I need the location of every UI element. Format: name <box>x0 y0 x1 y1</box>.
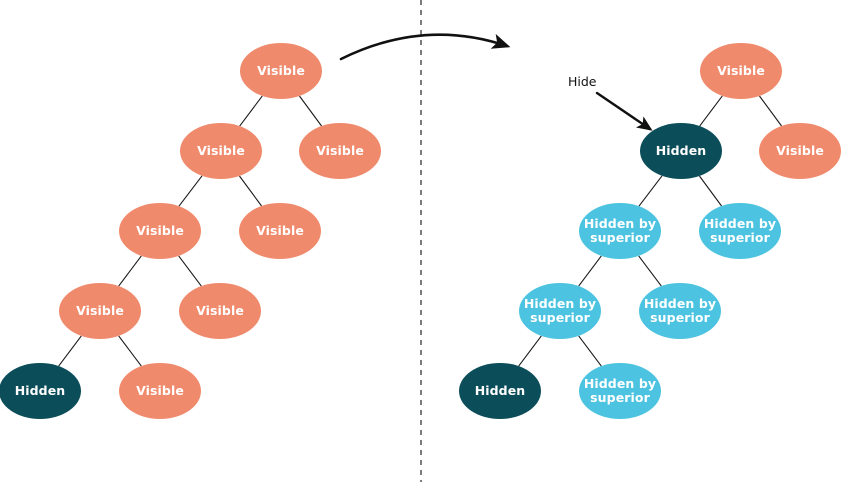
tree-edge <box>518 335 542 367</box>
tree-node-visible[interactable]: Visible <box>179 283 261 339</box>
tree-node-label: Hidden <box>474 383 526 398</box>
tree-edge <box>58 335 82 367</box>
tree-node-label: Visible <box>257 63 305 78</box>
tree-node-label: Hidden by superior <box>523 296 597 325</box>
tree-node-visible[interactable]: Visible <box>59 283 141 339</box>
tree-node-visible[interactable]: Visible <box>119 203 201 259</box>
tree-edge <box>699 95 723 127</box>
tree-node-visible[interactable]: Visible <box>180 123 262 179</box>
tree-edge <box>299 95 322 127</box>
tree-edge <box>178 255 202 287</box>
hide-annotation-label: Hide <box>568 74 597 89</box>
tree-node-label: Hidden by superior <box>583 376 657 405</box>
tree-edge <box>118 335 142 367</box>
tree-edge <box>118 255 142 287</box>
tree-edge <box>699 175 722 207</box>
tree-node-visible[interactable]: Visible <box>700 43 782 99</box>
tree-node-visible[interactable]: Visible <box>240 43 322 99</box>
tree-node-label: Visible <box>196 303 244 318</box>
tree-node-label: Visible <box>776 143 824 158</box>
tree-node-hidden-by-superior[interactable]: Hidden by superior <box>579 203 661 259</box>
tree-node-hidden-by-superior[interactable]: Hidden by superior <box>579 363 661 419</box>
tree-node-hidden-by-superior[interactable]: Hidden by superior <box>519 283 601 339</box>
tree-node-label: Hidden <box>655 143 707 158</box>
tree-node-visible[interactable]: Visible <box>299 123 381 179</box>
tree-node-visible[interactable]: Visible <box>119 363 201 419</box>
tree-edge <box>239 95 263 127</box>
tree-node-hidden-by-superior[interactable]: Hidden by superior <box>699 203 781 259</box>
tree-node-label: Visible <box>256 223 304 238</box>
tree-node-label: Visible <box>717 63 765 78</box>
tree-edge <box>759 95 782 127</box>
tree-node-label: Visible <box>197 143 245 158</box>
tree-edge <box>578 335 602 367</box>
tree-node-label: Hidden by superior <box>583 216 657 245</box>
tree-edge <box>178 175 203 207</box>
tree-node-hidden[interactable]: Hidden <box>459 363 541 419</box>
tree-edge <box>578 255 602 287</box>
tree-edge <box>239 175 262 207</box>
tree-node-label: Visible <box>136 223 184 238</box>
curved-transition-arrow <box>339 33 511 61</box>
tree-node-hidden-by-superior[interactable]: Hidden by superior <box>639 283 721 339</box>
tree-node-label: Visible <box>316 143 364 158</box>
tree-node-hidden[interactable]: Hidden <box>0 363 81 419</box>
tree-node-label: Hidden by superior <box>703 216 777 245</box>
tree-node-label: Visible <box>136 383 184 398</box>
tree-node-label: Hidden <box>14 383 66 398</box>
tree-edge <box>638 175 663 207</box>
tree-node-label: Visible <box>76 303 124 318</box>
tree-node-visible[interactable]: Visible <box>759 123 841 179</box>
tree-node-label: Hidden by superior <box>643 296 717 325</box>
tree-edge <box>638 255 662 287</box>
hide-pointer-arrow <box>595 91 653 131</box>
tree-node-visible[interactable]: Visible <box>239 203 321 259</box>
tree-node-hidden[interactable]: Hidden <box>640 123 722 179</box>
